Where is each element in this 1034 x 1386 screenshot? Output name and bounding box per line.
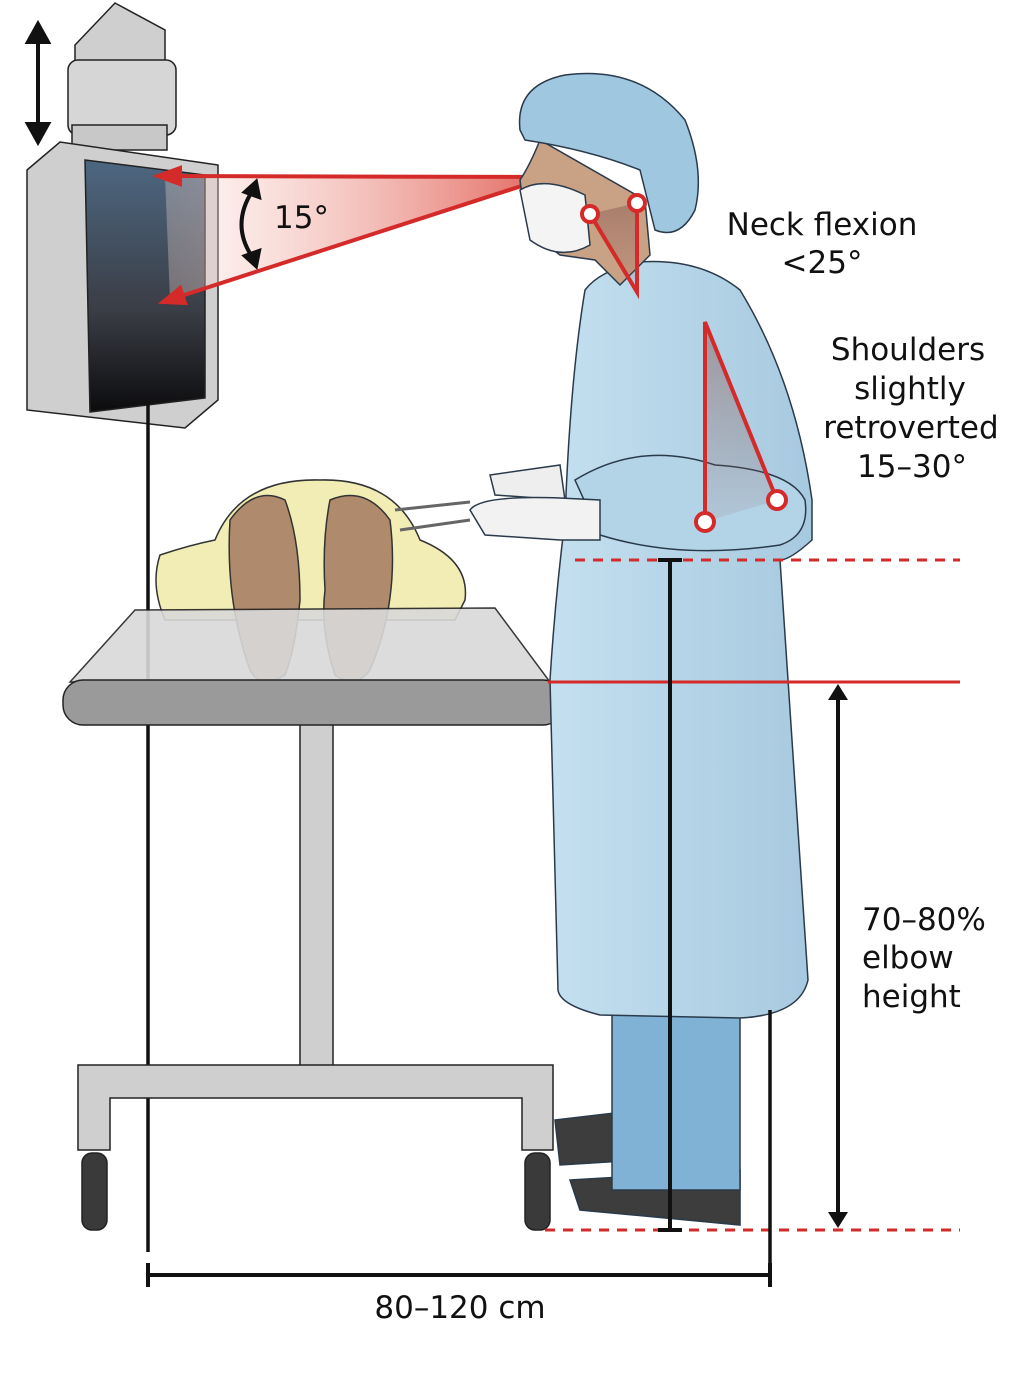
gaze-angle-label: 15° bbox=[274, 200, 329, 236]
shoulders-label-2: slightly bbox=[854, 371, 966, 407]
neck-flexion-title: Neck flexion bbox=[727, 207, 918, 243]
shoulders-label-3: retroverted bbox=[823, 410, 998, 446]
elbow-height-value: 70–80% bbox=[862, 902, 986, 938]
patient bbox=[155, 479, 467, 683]
height-adjust-arrow-icon bbox=[24, 19, 52, 147]
neck-flexion-marker bbox=[580, 193, 647, 300]
shoulder-angle-marker bbox=[694, 321, 788, 533]
elbow-height-label-1: elbow bbox=[862, 940, 954, 976]
elbow-height-label-2: height bbox=[862, 979, 961, 1015]
angle-arrow-icon bbox=[239, 178, 262, 270]
operating-table bbox=[77, 719, 554, 1231]
distance-label: 80–120 cm bbox=[374, 1290, 545, 1326]
shoulders-label-1: Shoulders bbox=[831, 332, 985, 368]
table-top bbox=[62, 607, 564, 726]
height-reference-lines bbox=[545, 558, 960, 1286]
gaze-cone bbox=[152, 165, 541, 306]
shoulders-value: 15–30° bbox=[857, 449, 967, 485]
neck-flexion-value: <25° bbox=[782, 245, 863, 281]
distance-dimension bbox=[146, 1263, 772, 1287]
